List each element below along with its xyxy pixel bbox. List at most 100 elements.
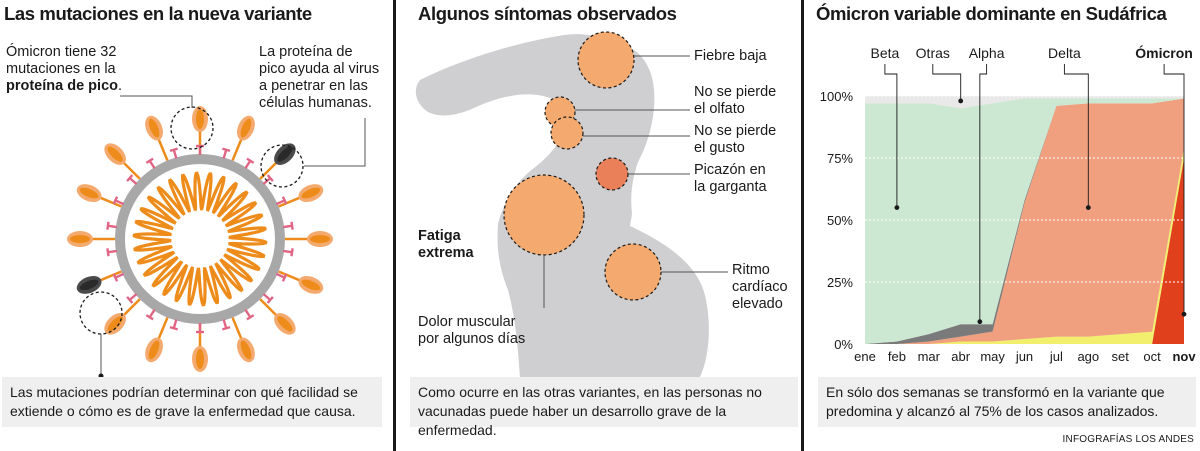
y-tick-label: 100% (820, 89, 854, 104)
symptom-circle-muscle (503, 174, 585, 256)
membrane-protein-cap (281, 196, 288, 205)
legend-leader (932, 64, 962, 101)
membrane-protein-cap (106, 248, 110, 257)
membrane-protein-cap (290, 221, 294, 230)
legend-label: Alpha (969, 45, 1005, 61)
spike-stalk (99, 270, 122, 282)
area-beta (865, 98, 1184, 344)
membrane-protein-cap (169, 325, 178, 331)
note-left: Ómicron tiene 32 mutaciones en la proteí… (6, 44, 123, 94)
x-tick-label: jul (1049, 349, 1063, 364)
highlight-spike-bottom (79, 291, 123, 335)
legend-label: Otras (916, 45, 950, 61)
spike-head-core (70, 235, 90, 243)
virus-illustration (67, 95, 366, 379)
panel-dominance: Ómicron variable dominante en Sudáfrica … (808, 0, 1200, 451)
x-tick-label: oct (1143, 349, 1161, 364)
panel-title-dominance: Ómicron variable dominante en Sudáfrica (816, 3, 1167, 24)
spike-stalk (259, 161, 278, 180)
spike-stalk (231, 138, 243, 161)
membrane-proteins (106, 144, 294, 334)
panel-symptoms: Algunos síntomas observados Fiebre baja … (400, 0, 800, 451)
label-muscle: Dolor muscular por algunos días (418, 314, 526, 347)
leader-line-receptor (304, 118, 366, 167)
panel-title-mutations: Las mutaciones en la nueva variante (4, 3, 312, 24)
label-fatigue: Fatiga extrema (418, 228, 474, 261)
legend-dot (1181, 311, 1187, 317)
leader-line-spike (120, 95, 193, 108)
legend-label: Beta (870, 45, 899, 61)
spike-stalk (99, 196, 122, 208)
divider-1 (393, 0, 396, 451)
membrane-protein-cap (266, 174, 274, 182)
spike-stalk (157, 317, 169, 340)
spike-head-core (277, 146, 293, 162)
spike-head-core (107, 316, 123, 332)
spike-stalk (122, 298, 141, 317)
divider-2 (801, 0, 804, 451)
label-taste: No se pierde el gusto (694, 123, 777, 156)
membrane-protein-cap (246, 314, 255, 321)
spike-head-core (240, 340, 252, 360)
membrane-protein (262, 293, 271, 301)
x-tick-label: nov (1172, 349, 1196, 364)
x-tick-label: abr (951, 349, 970, 364)
membrane-protein (129, 177, 138, 185)
membrane-protein-cap (106, 221, 110, 230)
spike-head-core (196, 349, 204, 369)
body-illustration (415, 31, 728, 377)
membrane-protein-cap (145, 157, 154, 164)
membrane-protein-cap (145, 314, 154, 321)
membrane-protein (108, 224, 118, 229)
membrane-protein (108, 249, 118, 254)
area-delta (865, 98, 1184, 344)
membrane-protein (115, 199, 125, 206)
spike-stalk (157, 138, 169, 161)
membrane-protein-cap (222, 325, 231, 331)
spike-head-core (301, 187, 321, 199)
spike-head-core (148, 340, 160, 360)
x-tick-label: ene (854, 349, 876, 364)
y-tick-label: 0% (834, 337, 853, 352)
membrane-protein (222, 319, 228, 328)
footer-symptoms: Como ocurre en las otras variantes, en l… (410, 377, 798, 438)
membrane-protein-cap (290, 248, 294, 257)
x-tick-label: mar (918, 349, 941, 364)
symptom-circle-throat (595, 157, 629, 191)
y-tick-label: 25% (827, 275, 853, 290)
virus-membrane (115, 154, 285, 324)
y-tick-label: 75% (827, 151, 853, 166)
membrane-protein (129, 293, 138, 301)
membrane-protein (275, 199, 285, 206)
x-tick-label: feb (888, 349, 906, 364)
footer-mutations: Las mutaciones podrían determinar con qu… (2, 377, 382, 427)
membrane-protein-cap (246, 157, 255, 164)
legend-dot (894, 205, 900, 211)
panel-title-symptoms: Algunos síntomas observados (418, 3, 677, 24)
symptom-circle-fever (577, 31, 635, 89)
credit-label: INFOGRAFÍAS LOS ANDES (1062, 434, 1194, 445)
legend-leader (884, 64, 898, 208)
x-tick-label: set (1112, 349, 1130, 364)
rna-coil (132, 171, 268, 307)
x-tick-label: may (980, 349, 1005, 364)
spike-head-core (148, 118, 160, 138)
highlight-spike-receptor (260, 144, 304, 188)
label-fever: Fiebre baja (694, 48, 767, 64)
membrane-protein-cap (281, 273, 288, 282)
series-label-otras: Otras (916, 45, 964, 104)
membrane-protein (275, 272, 285, 279)
membrane-protein (149, 309, 156, 318)
spike-head-core (107, 146, 123, 162)
spike-head-core (310, 235, 330, 243)
membrane-protein (115, 272, 125, 279)
membrane-protein-cap (169, 147, 178, 153)
membrane-protein (222, 150, 228, 159)
legend-dot (977, 319, 983, 325)
label-throat: Picazón en la garganta (694, 162, 767, 195)
spike-head-core (277, 316, 293, 332)
series-label-delta: Delta (1048, 45, 1091, 211)
note-right: La proteína de pico ayuda al virus a pen… (259, 44, 380, 111)
spike-stalk (259, 298, 278, 317)
